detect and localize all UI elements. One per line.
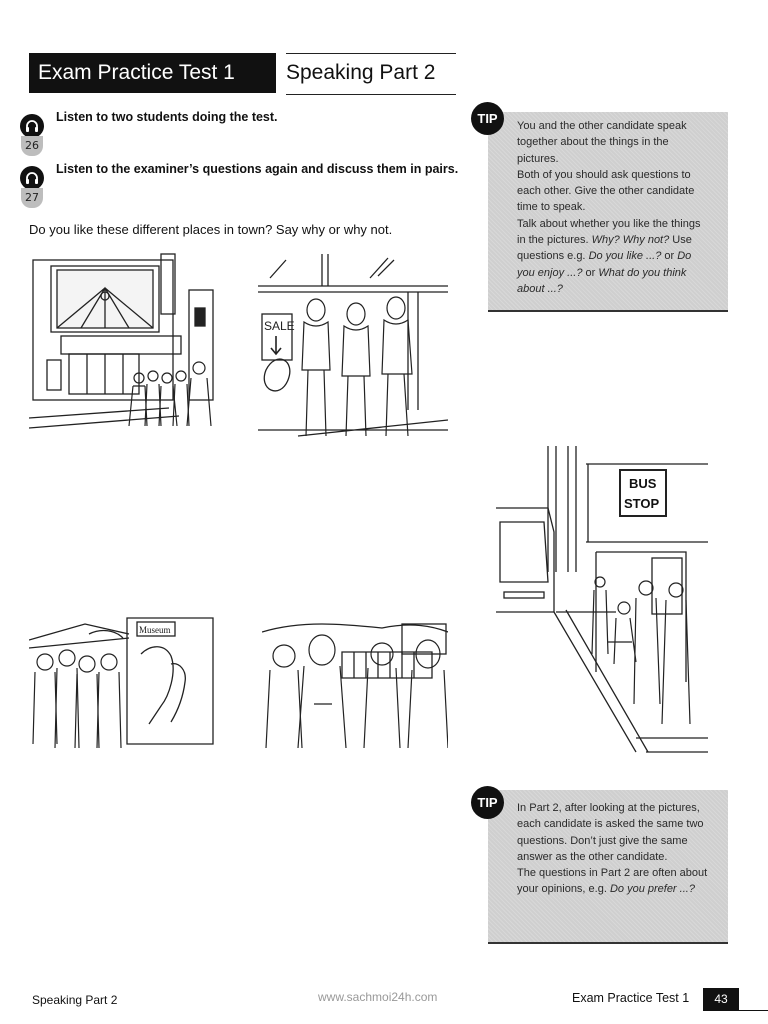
headphones-icon: [20, 114, 44, 138]
track-number: 26: [21, 136, 43, 156]
tip-badge: TIP: [471, 102, 504, 135]
tip-badge: TIP: [471, 786, 504, 819]
page-number: 43: [703, 988, 739, 1010]
track-number: 27: [21, 188, 43, 208]
friends-group-picture: [262, 614, 448, 750]
footer-section-label: Speaking Part 2: [32, 993, 118, 1007]
headphones-icon: [20, 166, 44, 190]
instruction-track-26: Listen to two students doing the test.: [56, 110, 278, 124]
footer-divider: [703, 1010, 768, 1011]
tip-paragraph: Talk about whether you like the things i…: [517, 217, 701, 295]
audio-track-26[interactable]: 26: [20, 114, 44, 156]
tip-paragraph: Both of you should ask questions to each…: [517, 168, 695, 214]
bus-stop-sign-line2: STOP: [624, 496, 659, 511]
tip-paragraph: The questions in Part 2 are often about …: [517, 867, 708, 896]
footer-url[interactable]: www.sachmoi24h.com: [318, 990, 438, 1004]
audio-track-27[interactable]: 27: [20, 166, 44, 208]
tip-box-1: You and the other candidate speak togeth…: [488, 112, 728, 312]
tip-box-2: In Part 2, after looking at the pictures…: [488, 790, 728, 944]
shopping-picture: SALE: [258, 250, 448, 438]
footer-test-label: Exam Practice Test 1: [572, 991, 690, 1005]
museum-sign: Museum: [139, 625, 171, 635]
bus-stop-picture: BUS STOP: [496, 442, 708, 758]
discussion-question: Do you like these different places in to…: [29, 222, 393, 237]
tip-paragraph: In Part 2, after looking at the pictures…: [517, 802, 704, 863]
sale-sign: SALE: [264, 319, 295, 333]
cinema-picture: [29, 250, 219, 438]
instruction-track-27: Listen to the examiner’s questions again…: [56, 162, 459, 176]
section-title: Speaking Part 2: [286, 53, 456, 95]
exam-practice-label: Exam Practice Test 1: [29, 53, 276, 93]
museum-picture: Museum: [29, 614, 215, 750]
tip-paragraph: You and the other candidate speak togeth…: [517, 120, 687, 165]
bus-stop-sign-line1: BUS: [629, 476, 657, 491]
